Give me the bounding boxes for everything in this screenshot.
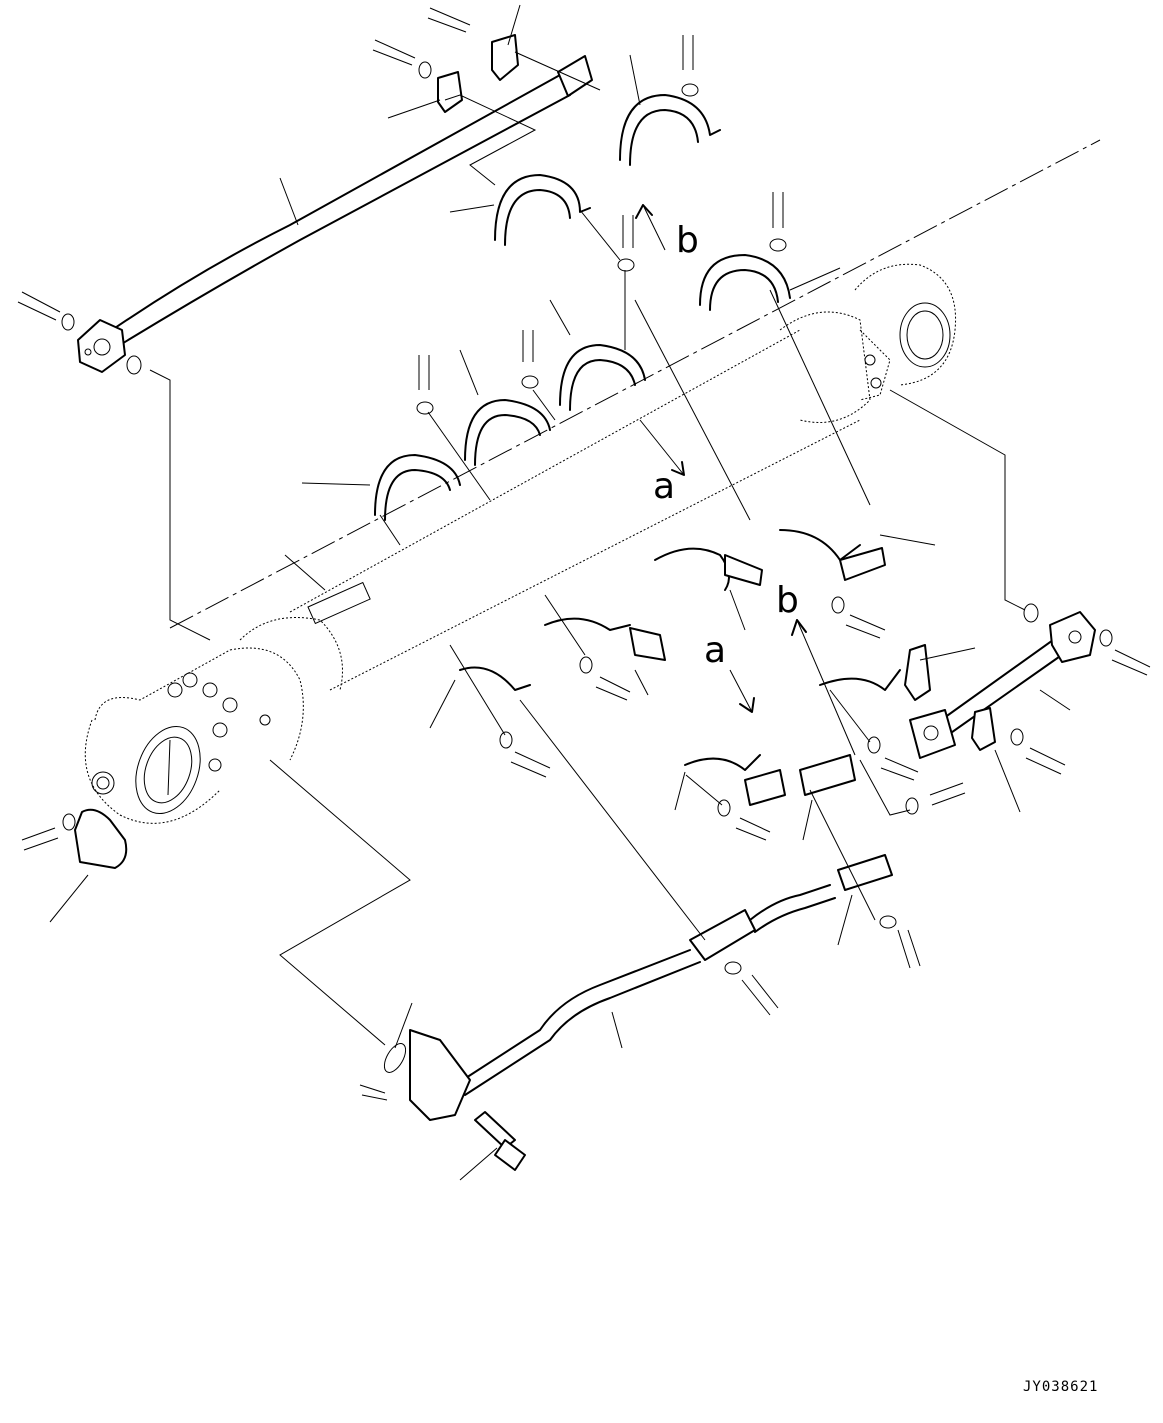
washers: [62, 62, 1112, 974]
cover-plate: [75, 810, 126, 868]
stroke-sensor-harness: [360, 885, 835, 1170]
lower-hydraulic-pipe: [910, 612, 1095, 758]
cylinder-head: [85, 648, 303, 823]
hose-bands: [375, 95, 900, 770]
connection-lines: [150, 52, 1025, 1045]
view-label-b-upper: b: [676, 220, 699, 261]
view-label-a-lower: a: [704, 630, 726, 671]
cylinder-tube-assembly: [85, 140, 1100, 823]
view-label-b-lower: b: [776, 580, 799, 621]
nameplate: [308, 583, 370, 624]
upper-hydraulic-pipe: [78, 56, 592, 372]
figure-code: JY038621: [1023, 1379, 1098, 1395]
head-bolts: [168, 673, 270, 771]
bolts: [18, 8, 1150, 1015]
brackets: [630, 548, 885, 805]
callout-leaders: [50, 5, 1070, 1180]
pipe-clamps: [438, 35, 995, 890]
view-label-a-upper: a: [653, 466, 675, 507]
cylinder-bottom: [780, 264, 956, 422]
o-rings: [127, 356, 1038, 622]
view-arrows: [636, 205, 855, 755]
o-ring-sensor: [380, 1040, 410, 1076]
